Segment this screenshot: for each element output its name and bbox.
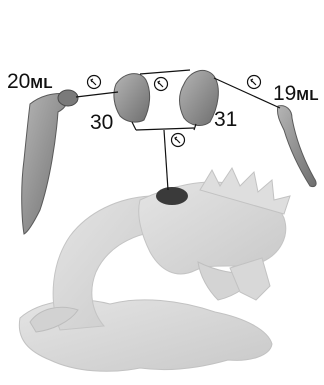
label-part-19: 19ML <box>273 83 319 104</box>
glue-drop-icon <box>155 78 168 91</box>
label-part-30: 30 <box>90 112 113 133</box>
glue-drop-icon <box>88 76 101 89</box>
part-20-shape <box>22 93 68 234</box>
label-part-20-unit: ML <box>30 75 53 92</box>
part-19-shape <box>277 106 316 187</box>
label-part-31: 31 <box>214 109 237 130</box>
part-31 <box>180 70 219 125</box>
glue-drop-icon <box>172 134 185 147</box>
connector-30-down <box>132 122 136 130</box>
connector-20-30 <box>76 92 118 97</box>
label-part-20: 20ML <box>7 71 53 92</box>
label-part-19-unit: ML <box>296 87 319 104</box>
label-part-20-number: 20 <box>7 70 30 93</box>
model-head-socket <box>156 187 188 205</box>
part-20 <box>22 90 78 234</box>
part-30-shape <box>114 74 150 122</box>
connector-heads-join <box>136 128 194 130</box>
assembled-model <box>19 168 290 371</box>
label-part-19-number: 19 <box>273 82 296 105</box>
part-19 <box>277 106 316 187</box>
part-30 <box>114 74 150 122</box>
part-20-joint <box>58 90 78 106</box>
glue-drop-icon <box>248 76 261 89</box>
connector-30-31 <box>140 70 190 74</box>
part-31-shape <box>180 70 219 125</box>
connector-to-model <box>164 130 168 190</box>
